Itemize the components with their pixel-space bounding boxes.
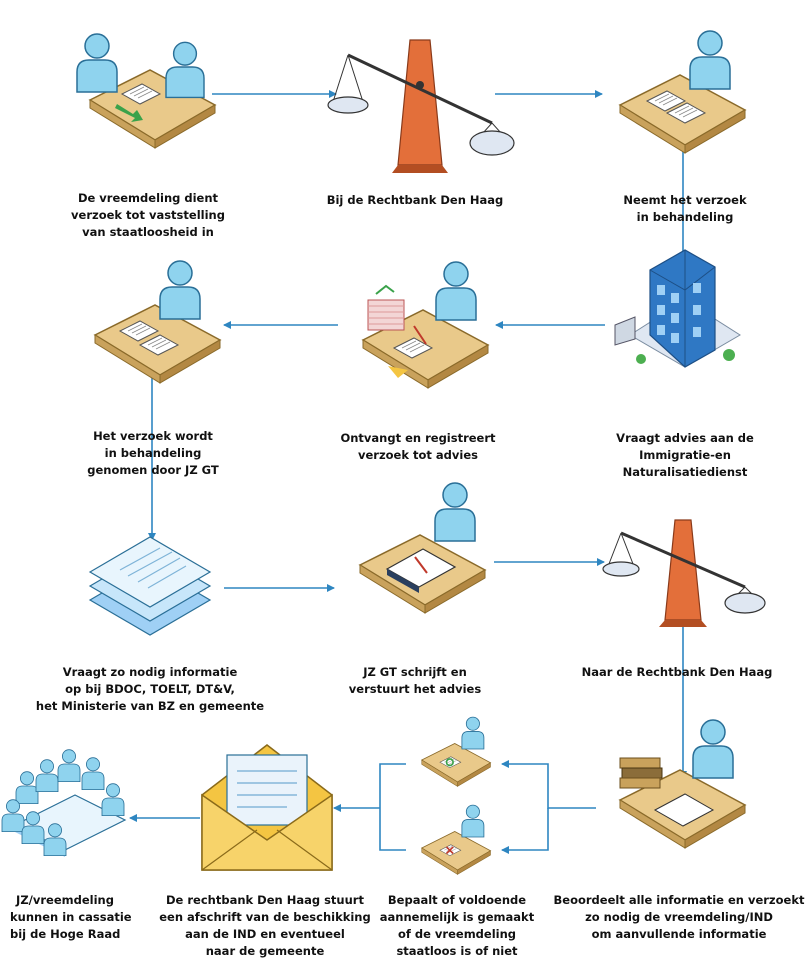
person-writing-icon: [359, 482, 486, 614]
meeting-table-icon: [1, 749, 127, 857]
person-writing-icon: [421, 716, 491, 787]
envelope-icon: [201, 744, 333, 871]
arrows: [129, 90, 687, 854]
person-desk-icon: [619, 30, 746, 154]
caption-rechtbank-2: Naar de Rechtbank Den Haag: [581, 665, 773, 679]
arrow-10a: [501, 760, 596, 809]
two-people-desk-icon: [76, 33, 216, 149]
person-writing-icon: [421, 804, 491, 875]
arrow-10b: [501, 808, 549, 854]
person-desk-icon: [619, 719, 746, 849]
scales-icon: [327, 39, 515, 173]
scales-icon: [602, 519, 766, 627]
person-writing-icon: [362, 261, 489, 389]
documents-icon: [88, 536, 212, 636]
building-icon: [614, 249, 741, 368]
arrow-11: [379, 763, 406, 851]
caption-rechtbank-1: Bij de Rechtbank Den Haag: [326, 193, 504, 207]
person-desk-icon: [94, 260, 221, 384]
